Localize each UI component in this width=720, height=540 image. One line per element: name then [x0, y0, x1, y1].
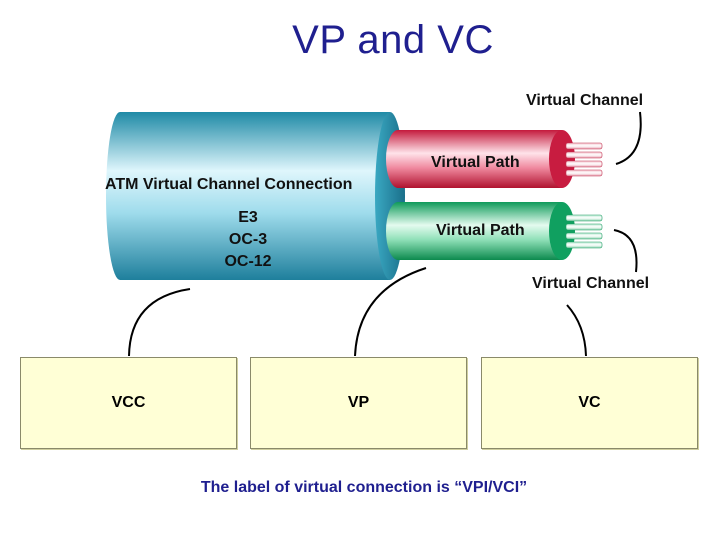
connector-vcc — [128, 288, 191, 357]
virtual-channel-wire — [565, 241, 603, 249]
rate-label-e3: E3 — [238, 209, 258, 226]
virtual-channel-wire — [565, 223, 603, 231]
caption: The label of virtual connection is “VPI/… — [200, 479, 528, 496]
virtual-channel-wire — [565, 151, 603, 159]
virtual-path-label-green: Virtual Path — [436, 222, 525, 239]
vp-box-label: VP — [347, 394, 370, 411]
vcc-box-label: VCC — [111, 394, 146, 411]
virtual-channel-wire — [565, 232, 603, 240]
connector-vc — [566, 304, 587, 357]
virtual-channel-wire — [565, 169, 603, 177]
virtual-channel-wire — [565, 160, 603, 168]
connector-vc-top — [615, 111, 642, 165]
virtual-channel-label-top: Virtual Channel — [526, 92, 644, 109]
rate-label-oc3: OC-3 — [228, 231, 268, 248]
atm-connection-label: ATM Virtual Channel Connection — [105, 176, 353, 193]
virtual-path-green — [386, 202, 603, 260]
vp-box: VP — [250, 357, 467, 449]
virtual-path-label-red: Virtual Path — [431, 154, 520, 171]
virtual-path-red — [386, 130, 603, 188]
vc-box: VC — [481, 357, 698, 449]
connector-vp — [354, 267, 427, 357]
connector-lines — [128, 111, 642, 357]
diagram-title: VP and VC — [292, 18, 494, 62]
connector-vc-bottom — [613, 229, 638, 273]
virtual-channel-wire — [565, 214, 603, 222]
vcc-box: VCC — [20, 357, 237, 449]
vc-box-label: VC — [578, 394, 601, 411]
rate-label-oc12: OC-12 — [224, 253, 272, 270]
virtual-channel-wire — [565, 142, 603, 150]
virtual-channel-label-bottom: Virtual Channel — [532, 275, 650, 292]
